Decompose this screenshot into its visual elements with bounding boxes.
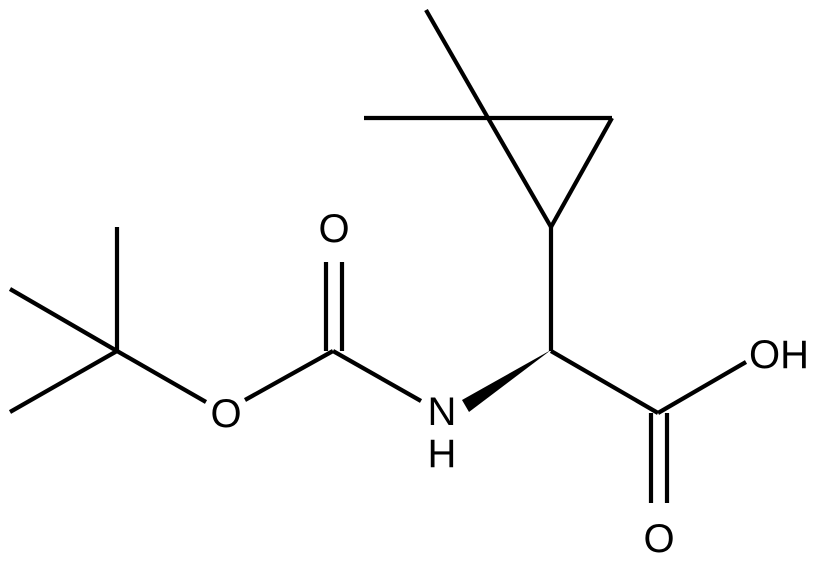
bond-ester-oxygen-to-carbonyl	[243, 349, 335, 402]
acid-carbonyl-oxygen-label: O	[643, 517, 674, 561]
stereo-wedge-bond	[462, 350, 551, 412]
dimethylcyclopropyl-group	[364, 8, 614, 351]
ester-oxygen-label: O	[210, 392, 241, 436]
bond-acid-to-hydroxyl	[656, 360, 748, 415]
amine-hydrogen-label: H	[428, 432, 457, 476]
carbamate-carbonyl-oxygen-label: O	[318, 207, 349, 251]
bond-ring-left	[486, 116, 553, 229]
hydroxyl-label: OH	[749, 333, 809, 377]
bond-tbu-methyl-upper-left	[8, 287, 119, 353]
bond-carbonyl-to-nitrogen	[331, 349, 423, 403]
bond-alpha-to-acid-carbon	[549, 349, 660, 415]
amine-nitrogen-label: N	[428, 390, 457, 434]
carbamate-group	[243, 262, 423, 403]
tert-butyl-group	[8, 227, 208, 414]
bond-ring-right	[549, 116, 614, 229]
bond-tbu-methyl-lower-left	[8, 349, 119, 414]
bond-methyl-up	[424, 8, 490, 120]
carboxylic-acid-group	[549, 349, 748, 503]
bond-tbu-to-ester-oxygen	[115, 349, 208, 404]
